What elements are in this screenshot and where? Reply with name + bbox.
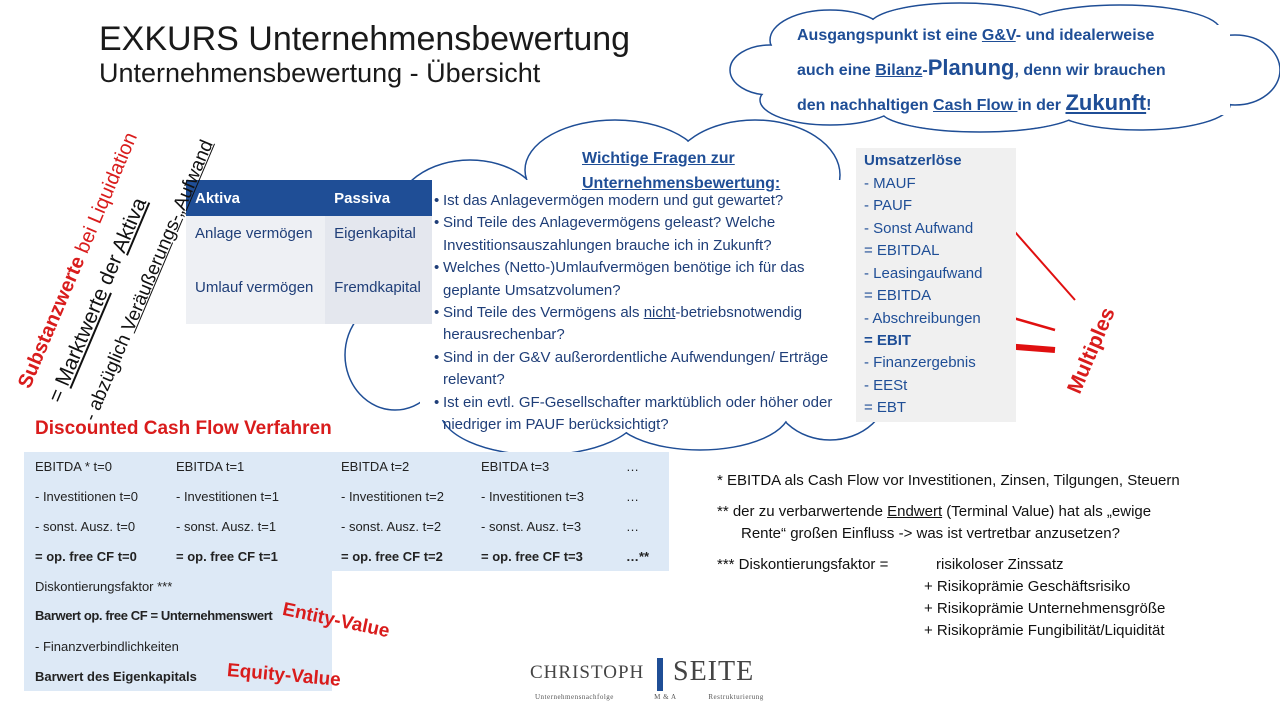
income-item: - EESt: [864, 377, 908, 394]
dcf-cell: EBITDA t=1: [176, 459, 245, 474]
question-item: Welches (Netto-)Umlaufvermögen benötige …: [434, 257, 864, 302]
note-diskont: *** Diskontierungsfaktor =: [717, 556, 889, 573]
logo-sub-text: Unternehmensnachfolge: [535, 693, 614, 701]
questions-heading: Wichtige Fragen zur Unternehmensbewertun…: [582, 150, 781, 192]
logo-sub-text: M & A: [654, 693, 677, 701]
top-cloud-fill: [731, 4, 1279, 131]
logo-sub-text: Restrukturierung: [708, 693, 764, 701]
note-endwert-word: Endwert: [887, 503, 943, 520]
balance-cell: Anlage vermögen: [186, 216, 326, 270]
dcf-table: EBITDA * t=0 EBITDA t=1 EBITDA t=2 EBITD…: [24, 452, 669, 571]
question-text-underlined: nicht: [643, 304, 676, 322]
question-text: Sind Teile des Vermögens als: [443, 304, 644, 322]
dcf-cell: …**: [626, 549, 650, 564]
dcf-cell: - sonst. Ausz. t=3: [481, 519, 582, 534]
logo-bar: [657, 658, 663, 691]
dcf-cell: = op. free CF t=1: [176, 549, 278, 564]
question-item: Sind Teile des Anlagevermögens geleast? …: [434, 212, 864, 257]
income-item: = EBITDA: [864, 287, 931, 304]
note-text: ** der zu verbarwertende: [717, 503, 888, 520]
cloud-text-part: , denn wir brauchen: [1014, 62, 1166, 79]
question-item: Sind in der G&V außerordentliche Aufwend…: [434, 347, 864, 392]
income-item: Umsatzerlöse: [864, 152, 962, 169]
balance-header-passiva: Passiva: [325, 180, 432, 216]
dcf-cell: - sonst. Ausz. t=0: [35, 519, 136, 534]
income-item: = EBT: [864, 399, 907, 416]
income-ebitda: = EBITDA: [864, 287, 932, 304]
dcf-cell: …: [626, 489, 639, 504]
questions-list: Ist das Anlagevermögen modern und gut ge…: [434, 190, 864, 436]
logo-name: CHRISTOPH: [530, 662, 645, 683]
dcf-cell: - sonst. Ausz. t=1: [176, 519, 277, 534]
note-text: (Terminal Value) hat als „ewige: [942, 503, 1152, 520]
cloud-text-part: auch eine: [797, 62, 876, 79]
balance-header-aktiva: Aktiva: [186, 180, 326, 216]
note-diskont-c: + Risikoprämie Unternehmensgröße: [924, 600, 1166, 617]
page-title: EXKURS Unternehmensbewertung: [99, 20, 631, 58]
dcf-cell: EBITDA t=2: [341, 459, 410, 474]
note-ebitda: * EBITDA als Cash Flow vor Investitionen…: [717, 472, 1180, 489]
income-item: - Abschreibungen: [864, 310, 981, 327]
income-item: - Finanzergebnis: [864, 354, 976, 371]
income-item: - PAUF: [864, 197, 913, 214]
dcf-lower: Diskontierungsfaktor *** Barwert op. fre…: [24, 571, 332, 691]
note-diskont-a: risikoloser Zinssatz: [936, 556, 1064, 573]
dcf-cell: - Investitionen t=1: [176, 489, 279, 504]
logo-subline: Unternehmensnachfolge M & A Restrukturie…: [535, 693, 764, 701]
cloud-text-part: in der: [1017, 97, 1066, 114]
cloud-text-gv: G&V: [981, 27, 1016, 44]
cloud-text-bilanz: Bilanz: [875, 62, 923, 79]
question-item: Ist das Anlagevermögen modern und gut ge…: [434, 190, 864, 213]
dcf-cell: - sonst. Ausz. t=2: [341, 519, 442, 534]
balance-cell: Fremdkapital: [325, 270, 432, 324]
dcf-cell: = op. free CF t=0: [35, 549, 137, 564]
question-item: Sind Teile des Vermögens als nicht-betri…: [434, 302, 864, 347]
balance-cell: Umlauf vermögen: [186, 270, 326, 324]
dcf-cell: …: [626, 459, 639, 474]
dcf-cell: …: [626, 519, 639, 534]
question-item: Ist ein evtl. GF-Gesellschafter marktübl…: [434, 392, 864, 437]
income-item: - MAUF: [864, 175, 916, 192]
note-endwert: ** der zu verbarwertende Endwert (Termin…: [717, 503, 1151, 520]
dcf-cell: EBITDA t=3: [481, 459, 550, 474]
dcf-lower-item: Diskontierungsfaktor ***: [35, 579, 173, 594]
cloud-text-part: -: [922, 62, 928, 79]
income-item: = EBIT: [864, 332, 912, 349]
income-statement: Umsatzerlöse - MAUF - PAUF - Sonst Aufwa…: [856, 148, 1016, 422]
note-diskont-d: + Risikoprämie Fungibilität/Liquidität: [924, 622, 1165, 639]
dcf-lower-item: Barwert des Eigenkapitals: [35, 669, 197, 684]
income-item: - Leasingaufwand: [864, 265, 983, 282]
income-item: - Sonst Aufwand: [864, 220, 974, 237]
cloud-text-cashflow: Cash Flow: [933, 97, 1018, 114]
dcf-cell: = op. free CF t=3: [481, 549, 583, 564]
page-subtitle: Unternehmensbewertung - Übersicht: [99, 58, 541, 88]
note-rente: Rente“ großen Einfluss -> was ist vertre…: [741, 525, 1120, 542]
dcf-cell: - Investitionen t=3: [481, 489, 584, 504]
cloud-text-zukunft: Zukunft: [1065, 90, 1147, 115]
dcf-cell: - Investitionen t=0: [35, 489, 138, 504]
cloud-statement: Ausgangspunkt ist eine G&V- und idealerw…: [797, 20, 1217, 122]
dcf-lower-item: Barwert op. free CF = Unternehmenswert: [35, 608, 273, 623]
note-diskont-b: + Risikoprämie Geschäftsrisiko: [924, 578, 1131, 595]
cloud-text-planung: Planung: [927, 55, 1015, 80]
dcf-lower-item: - Finanzverbindlichkeiten: [35, 639, 179, 654]
balance-table: Aktiva Passiva Anlage vermögen Eigenkapi…: [186, 180, 432, 324]
dcf-title: Discounted Cash Flow Verfahren: [35, 418, 332, 439]
cloud-text-part: Ausgangspunkt ist eine: [797, 27, 982, 44]
dcf-cell: - Investitionen t=2: [341, 489, 444, 504]
question-text: -betriebsnotwendig herausrechenbar?: [443, 304, 803, 344]
income-item: = EBITDAL: [864, 242, 940, 259]
cloud-text-part: den nachhaltigen: [797, 97, 934, 114]
dcf-cell: EBITDA * t=0: [35, 459, 112, 474]
cloud-text-part: - und idealerweise: [1015, 27, 1155, 44]
logo-seite: SEITE: [673, 656, 755, 687]
cloud-text-part: !: [1146, 97, 1152, 114]
balance-cell: Eigenkapital: [325, 216, 432, 270]
dcf-cell: = op. free CF t=2: [341, 549, 443, 564]
